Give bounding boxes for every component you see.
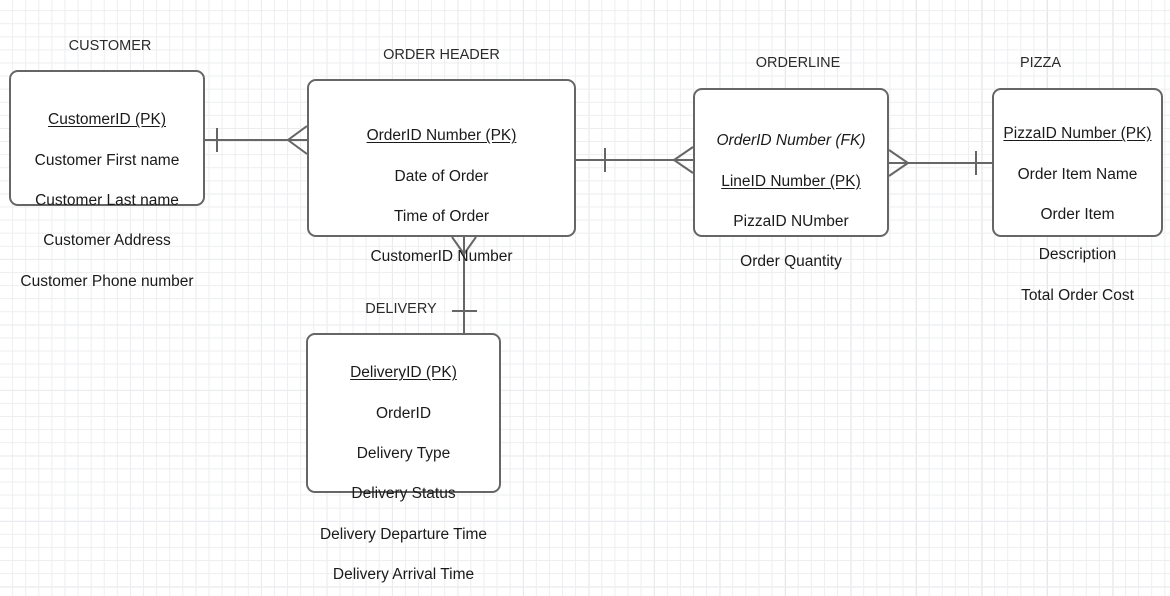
attribute-list-customer: CustomerID (PK) Customer First name Cust… [11,90,203,312]
attribute-date-of-order: Date of Order [394,167,489,185]
relationship-orderline-pizza[interactable] [888,149,992,177]
attribute-order-item-name: Order Item Name [1017,165,1138,183]
attribute-delivery-status: Delivery Status [351,485,456,503]
attribute-list-pizza: PizzaID Number (PK) Order Item Name Orde… [994,104,1161,326]
attribute-delivery-id: DeliveryID (PK) [350,364,457,382]
attribute-pizza-id-number: PizzaID NUmber [733,213,849,231]
relationship-customer-orderheader[interactable] [205,125,308,155]
relationship-orderheader-orderline[interactable] [576,146,694,174]
attribute-total-order-cost: Total Order Cost [1021,286,1134,304]
crowsfoot-orderline-side [672,146,694,174]
attribute-time-of-order: Time of Order [393,208,490,226]
attribute-list-delivery: DeliveryID (PK) OrderID Delivery Type De… [308,343,499,596]
entity-label-orderline: ORDERLINE [755,55,841,71]
crowsfoot-orderline-side [888,149,910,177]
attribute-order-item-description-line2: Description [1038,246,1117,264]
crowsfoot-orderheader-side [286,125,308,155]
attribute-delivery-type: Delivery Type [356,445,451,463]
entity-label-order-header: ORDER HEADER [383,47,500,63]
entity-box-orderline[interactable]: OrderID Number (FK) LineID Number (PK) P… [693,88,889,270]
entity-box-order-header[interactable]: OrderID Number (PK) Date of Order Time o… [307,79,576,265]
entity-box-delivery[interactable]: DeliveryID (PK) OrderID Delivery Type De… [306,333,501,583]
attribute-orderline-order-id: OrderID Number (FK) [716,132,866,150]
attribute-customer-phone-number: Customer Phone number [20,272,194,290]
attribute-pizza-id: PizzaID Number (PK) [1003,125,1152,143]
entity-label-pizza: PIZZA [1019,55,1062,71]
entity-box-pizza[interactable]: PizzaID Number (PK) Order Item Name Orde… [992,88,1163,304]
attribute-delivery-arrival-time: Delivery Arrival Time [332,566,475,584]
attribute-order-id: OrderID Number (PK) [366,127,517,145]
entity-box-customer[interactable]: CustomerID (PK) Customer First name Cust… [9,70,205,290]
entity-label-delivery: DELIVERY [365,301,437,317]
attribute-customer-address: Customer Address [43,232,171,250]
attribute-customer-id-number: CustomerID Number [370,248,513,266]
attribute-list-order-header: OrderID Number (PK) Date of Order Time o… [309,106,574,288]
attribute-list-orderline: OrderID Number (FK) LineID Number (PK) P… [695,111,887,293]
entity-label-customer: CUSTOMER [68,38,152,54]
attribute-order-item-description-line1: Order Item [1040,206,1115,224]
attribute-delivery-departure-time: Delivery Departure Time [319,525,488,543]
attribute-customer-id: CustomerID (PK) [48,111,166,129]
attribute-customer-last-name: Customer Last name [35,192,179,210]
attribute-line-id: LineID Number (PK) [721,172,861,190]
attribute-order-quantity: Order Quantity [740,253,842,271]
attribute-customer-first-name: Customer First name [34,151,180,169]
attribute-delivery-order-id: OrderID [375,404,432,422]
